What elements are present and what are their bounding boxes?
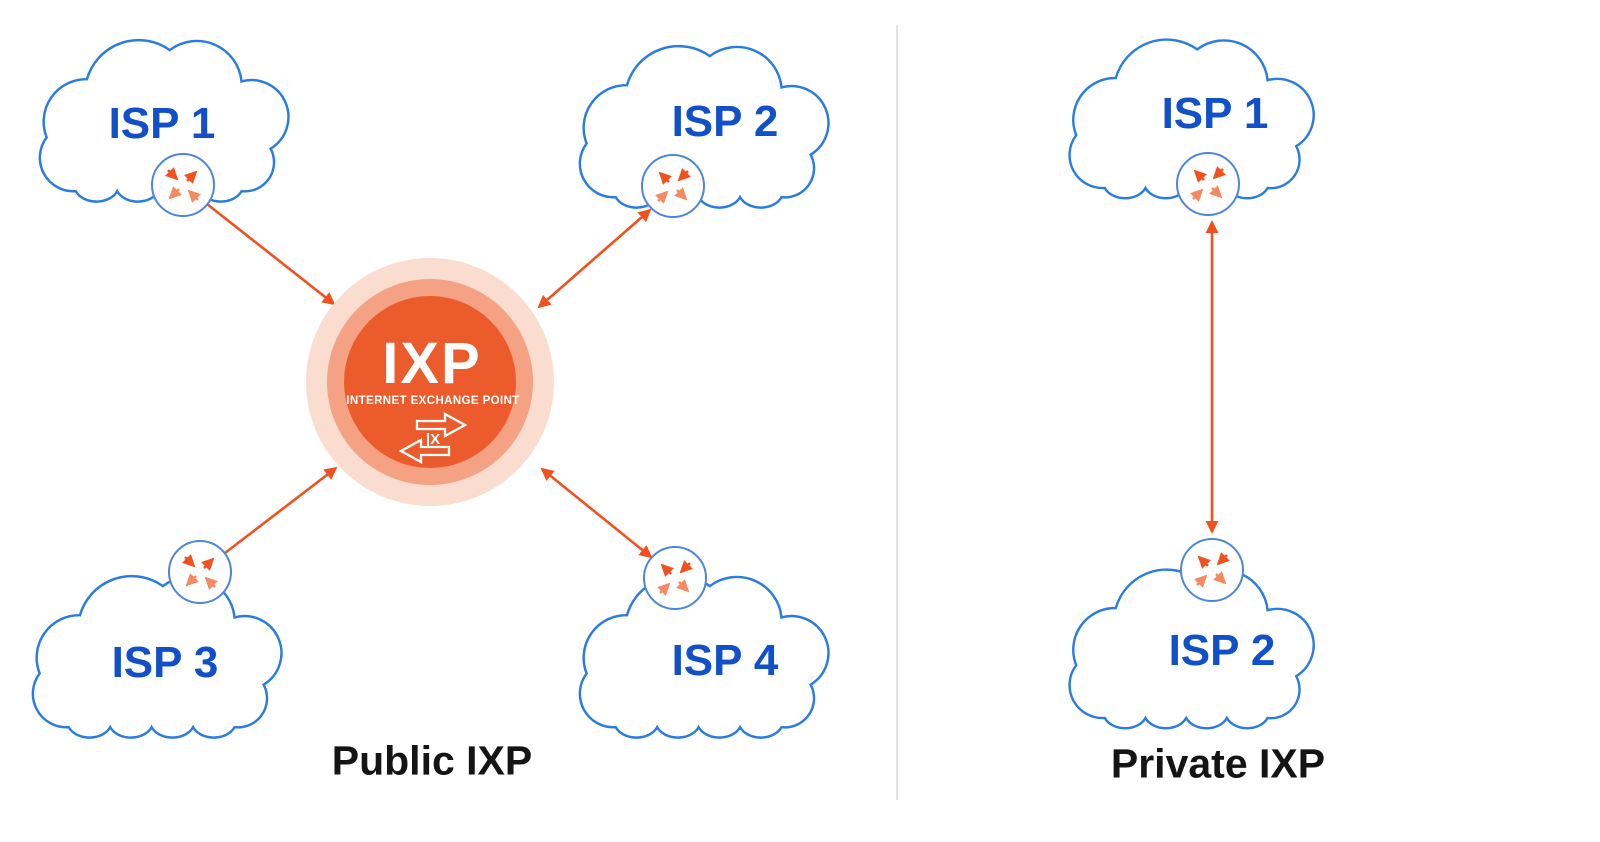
ixp-hub-title: IXP	[382, 331, 482, 396]
router-icon-public-isp3	[169, 541, 231, 603]
private-isp2-label: ISP 2	[1168, 626, 1276, 675]
router-icon-public-isp4	[644, 547, 706, 609]
hub-logo-text: |X	[426, 431, 440, 448]
private-isp1-label: ISP 1	[1161, 89, 1269, 138]
connection-arrow-isp4-to-ixp	[540, 467, 653, 559]
public-isp2-label: ISP 2	[671, 97, 779, 146]
router-icon-private-isp1	[1177, 153, 1239, 215]
ixp-hub-subtitle: INTERNET EXCHANGE POINT	[346, 395, 519, 407]
router-icon-public-isp1	[152, 154, 214, 216]
hub-logo-right-arrow	[415, 412, 468, 438]
connection-arrow-isp1-to-ixp	[206, 202, 336, 306]
public-isp3-label: ISP 3	[111, 638, 219, 687]
connection-arrow-isp2-to-ixp	[537, 208, 652, 309]
private-ixp-caption: Private IXP	[1110, 740, 1326, 787]
connection-arrow-isp3-to-ixp	[224, 466, 338, 555]
hub-logo-left-arrow	[398, 438, 451, 464]
ixp-hub-inner-circle	[344, 296, 516, 468]
public-ixp-caption: Public IXP	[331, 737, 533, 784]
router-icon-public-isp2	[642, 155, 704, 217]
public-isp1-label: ISP 1	[108, 99, 216, 148]
ixp-hub: IXP INTERNET EXCHANGE POINT |X	[306, 258, 554, 506]
router-icon-private-isp2	[1181, 539, 1243, 601]
bidirectional-arrows-icon: |X	[398, 412, 468, 464]
public-isp4-label: ISP 4	[671, 636, 779, 685]
